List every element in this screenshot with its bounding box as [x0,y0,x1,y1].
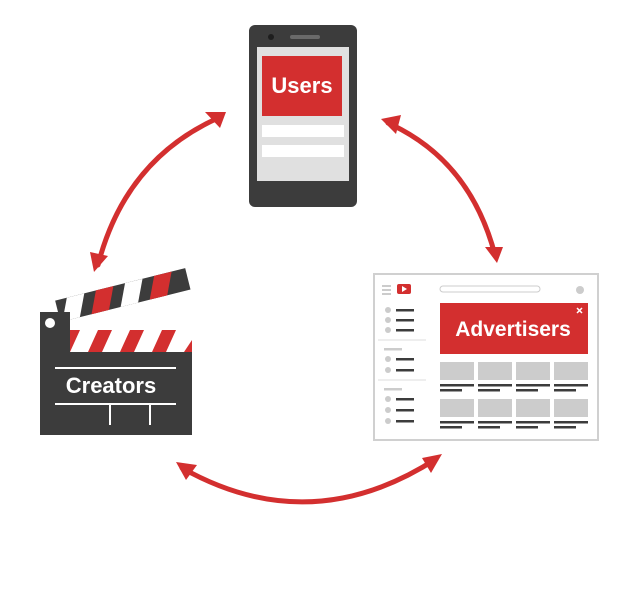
arrowhead-users-right [381,115,401,134]
close-icon [576,307,583,314]
users-label: Users [271,73,332,98]
users-placeholder-2 [262,145,344,157]
video-grid [440,362,588,429]
arrowhead-advertisers-bottom [422,454,442,473]
clapperboard-icon [40,268,192,435]
arrow-users-advertisers [385,120,498,258]
arrowhead-creators [90,252,108,272]
arrowhead-users-left [205,112,226,128]
creators-node: Creators [40,268,192,435]
browser-sidebar [378,307,426,424]
arrowhead-creators-bottom [176,462,197,480]
browser-window-icon [373,273,599,441]
play-logo-icon [397,284,411,294]
creators-label: Creators [66,373,156,398]
browser-avatar [576,286,584,294]
advertisers-node: Advertisers [373,273,599,441]
users-placeholder-1 [262,125,344,137]
arrow-advertisers-creators [179,456,439,505]
advertisers-label: Advertisers [455,318,571,341]
arrow-creators-users [95,115,221,268]
browser-search-bar [439,285,541,293]
arrowheads [90,112,503,480]
users-label-box [262,56,342,116]
advertisers-ad-banner [440,303,588,354]
users-node: Users [249,25,357,207]
arrowhead-advertisers-top [485,247,503,263]
